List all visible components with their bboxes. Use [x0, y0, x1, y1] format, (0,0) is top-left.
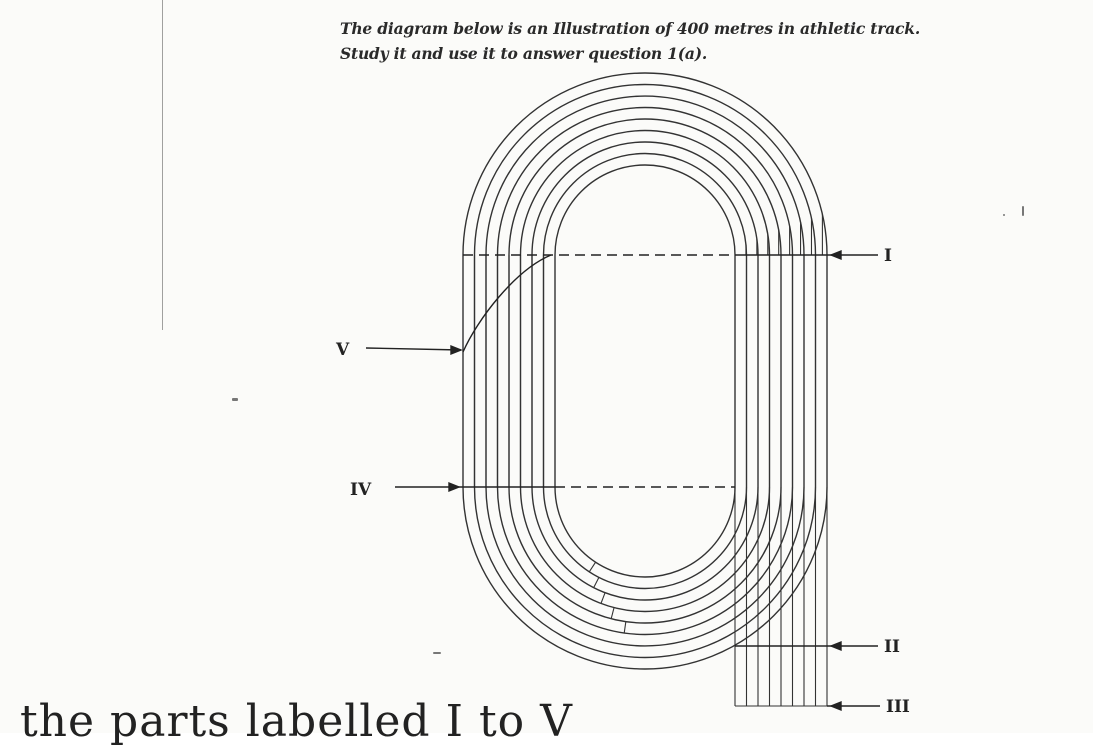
lane-line: [554, 164, 736, 578]
scan-speck: [433, 652, 441, 654]
stagger-tick: [610, 607, 615, 619]
label-ii: II: [884, 637, 900, 657]
arrow-v: [450, 344, 463, 356]
curve-v: [462, 254, 552, 353]
instruction-line-1: The diagram below is an Illustration of …: [340, 19, 921, 38]
scan-speck: [1022, 206, 1024, 216]
track-lanes: [462, 72, 828, 670]
label-i: I: [884, 246, 892, 266]
scan-speck: [1003, 214, 1005, 216]
stagger-lines: [473, 214, 828, 707]
label-iii: III: [886, 697, 910, 717]
label-iv: IV: [350, 480, 372, 500]
question-instructions: The diagram below is an Illustration of …: [340, 16, 1040, 66]
instruction-line-2: Study it and use it to answer question 1…: [340, 44, 708, 63]
arrow-i: [829, 249, 842, 261]
stagger-tick: [600, 592, 606, 604]
lane-line: [462, 72, 828, 670]
stagger-tick: [623, 621, 627, 634]
stagger-tick: [593, 577, 600, 588]
stagger-tick: [588, 561, 597, 573]
arrow-ii: [829, 640, 842, 652]
partial-question-text: the parts labelled I to V: [20, 696, 573, 747]
lane-line: [542, 152, 748, 590]
margin-rule: [162, 0, 163, 330]
scan-speck: [232, 398, 238, 401]
reference-lines: [365, 249, 880, 712]
lane-line: [485, 95, 805, 647]
line-v: [365, 347, 462, 351]
label-v: V: [335, 340, 350, 360]
lane-line: [473, 83, 817, 659]
arrow-iv: [448, 481, 461, 493]
arrow-iii: [829, 700, 842, 712]
